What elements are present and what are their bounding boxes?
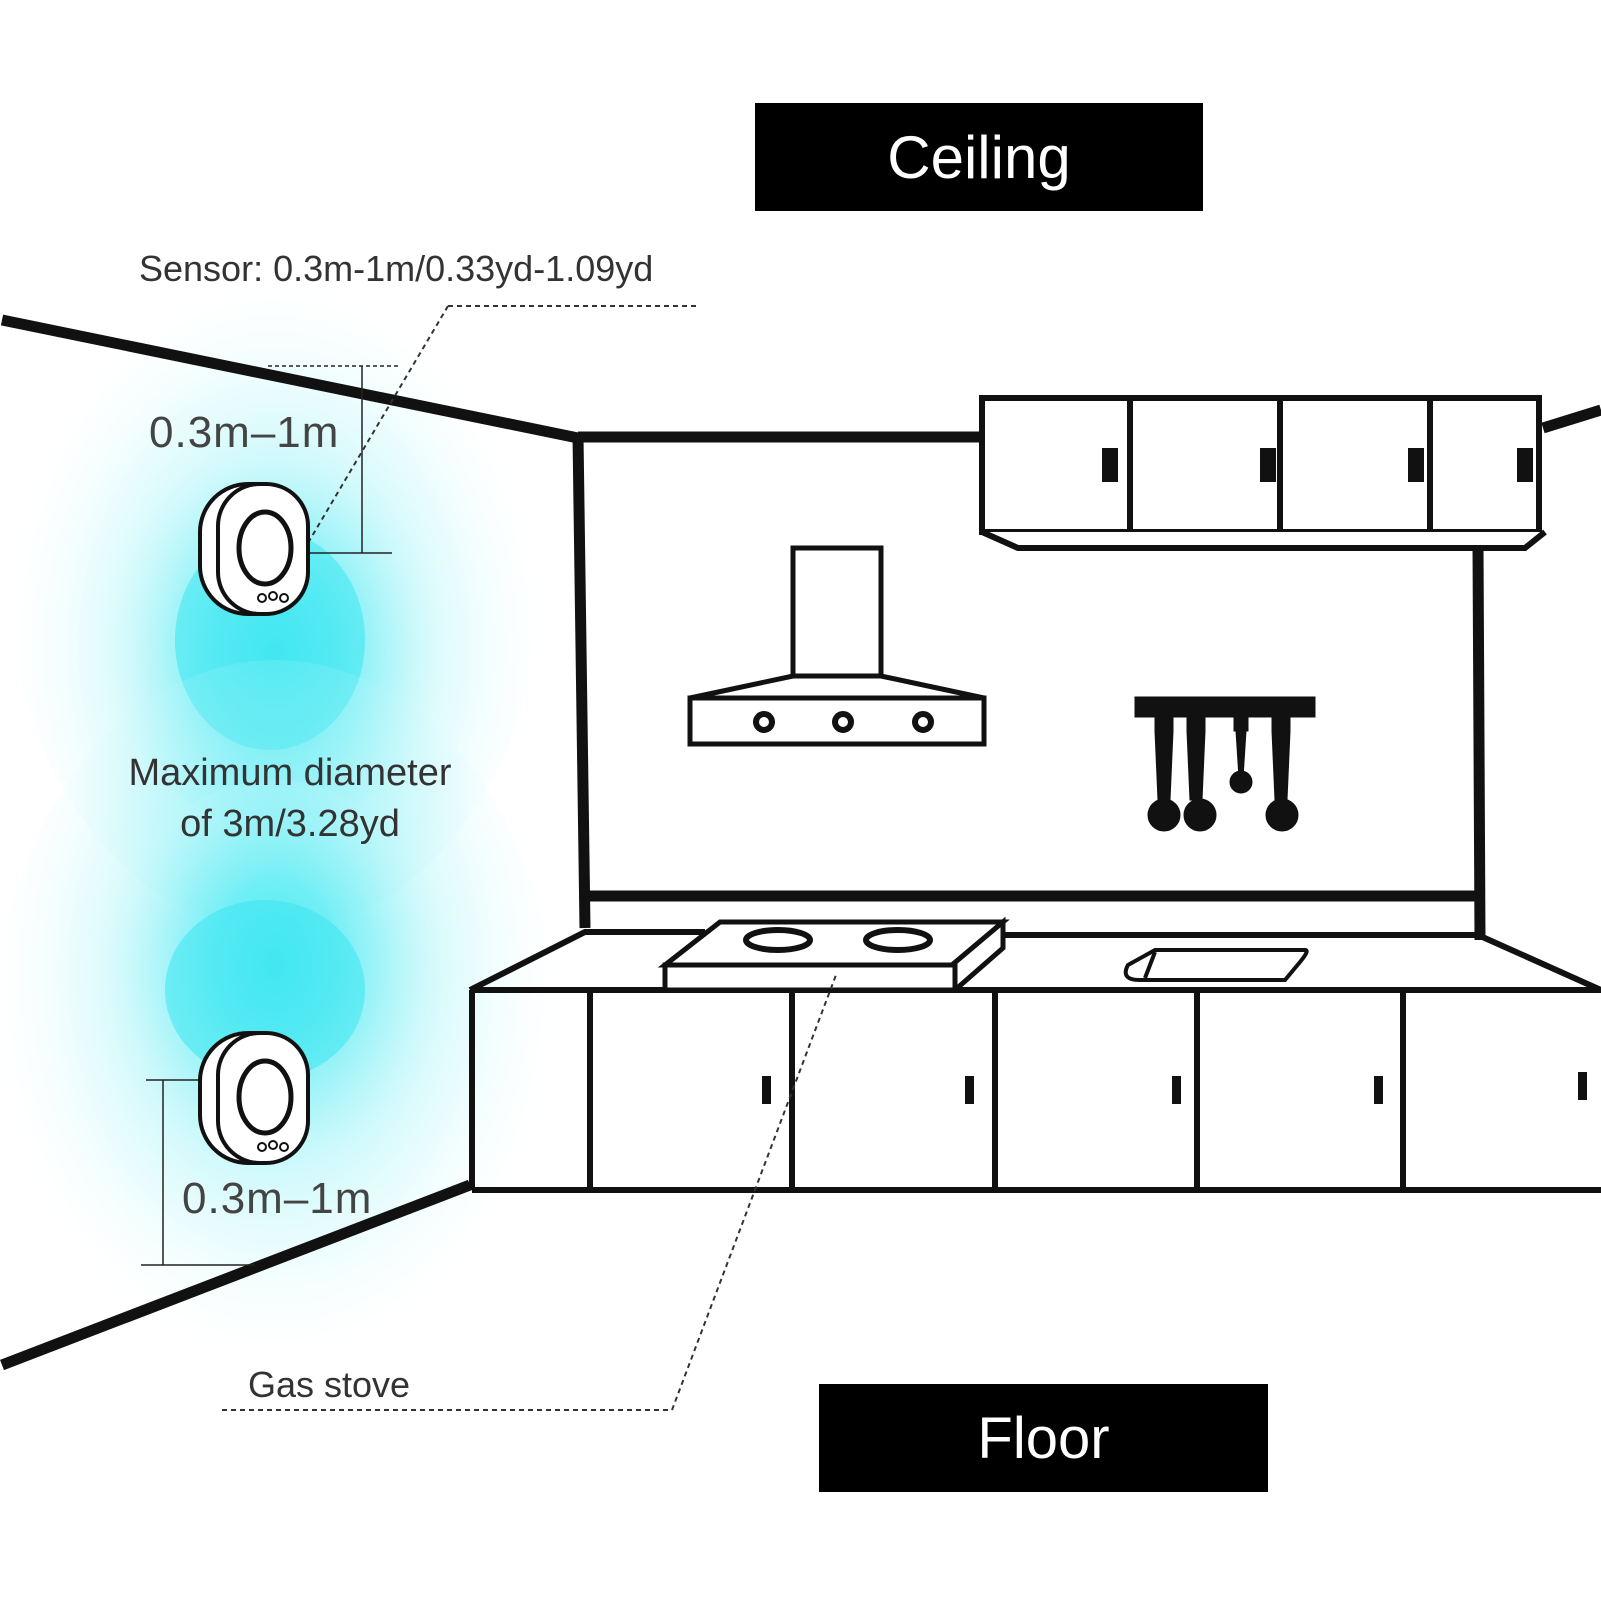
max-diameter-label: Maximum diameter of 3m/3.28yd — [128, 752, 452, 845]
upper-cabinets — [979, 395, 1547, 551]
leader-line-gas-stove — [222, 974, 837, 1411]
gas-stove-icon — [657, 916, 1010, 993]
cabinet-handles — [762, 1072, 1587, 1104]
range-hood-icon — [687, 545, 987, 747]
gas-detector-icon — [198, 1031, 310, 1165]
floor-label: Floor — [819, 1384, 1268, 1492]
ceiling-label: Ceiling — [755, 103, 1203, 211]
gas-stove-label: Gas stove — [248, 1364, 411, 1405]
ceiling-distance-label: 0.3m–1m — [149, 408, 340, 457]
room-walls — [0, 314, 1601, 1371]
countertop — [468, 929, 1601, 993]
sensor-range-label: Sensor: 0.3m-1m/0.33yd-1.09yd — [139, 248, 654, 289]
leader-line-sensor — [304, 305, 696, 549]
hanging-utensils-icon — [1134, 696, 1316, 832]
back-wall — [572, 431, 1486, 941]
sink-icon — [1123, 948, 1309, 982]
gas-detector-icon — [198, 482, 310, 616]
floor-distance-label: 0.3m–1m — [182, 1174, 373, 1223]
dimension-line-top — [268, 365, 398, 554]
base-cabinets — [469, 990, 1601, 1193]
